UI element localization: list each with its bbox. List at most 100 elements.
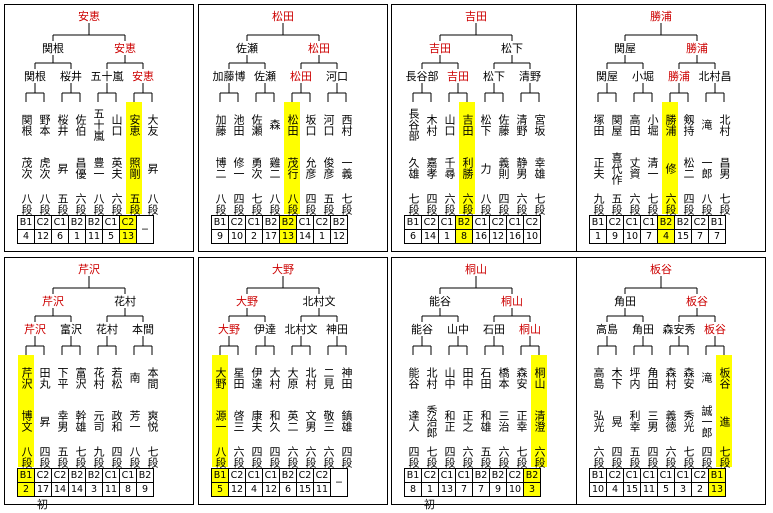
player-column: 下平幸男五段 bbox=[54, 355, 70, 469]
player-column: 佐瀬勇次七段 bbox=[248, 102, 264, 216]
league-rank-number-cell: 15 bbox=[623, 482, 641, 497]
league-class-cell: C1 bbox=[623, 468, 641, 483]
league-class-cell: C2 bbox=[691, 215, 709, 230]
semifinal-label: 北村文 bbox=[302, 295, 336, 308]
semifinal-label: 松下 bbox=[501, 42, 523, 55]
player-surname: 滝 bbox=[700, 119, 713, 130]
player-surname: 吉田 bbox=[461, 113, 474, 136]
block-panel: 勝浦関屋勝浦関屋小堀勝浦北村昌塚田正夫九段関屋喜代作五段高田丈資六段小堀清一七段… bbox=[576, 4, 766, 252]
player-column: 南芳一八段 bbox=[126, 355, 142, 468]
player-surname: 大原 bbox=[286, 366, 299, 389]
league-class-cell: C2 bbox=[421, 215, 439, 230]
player-rank: 五段 bbox=[610, 193, 623, 215]
player-given-name: 鎮雄 bbox=[340, 410, 353, 432]
player-surname: 森安 bbox=[682, 366, 695, 389]
player-column: 勝浦修六段 bbox=[662, 102, 678, 215]
player-given-name: 義徳 bbox=[664, 410, 677, 432]
league-rank-number-cell: 16 bbox=[472, 229, 490, 244]
player-given-name: 照剛 bbox=[128, 157, 141, 179]
quarterfinal-label: 森安秀 bbox=[662, 323, 696, 336]
player-rank: 六段 bbox=[461, 193, 474, 215]
player-surname: 塚田 bbox=[592, 113, 605, 136]
bracket-tree bbox=[25, 23, 153, 102]
player-surname: 角田 bbox=[646, 366, 659, 389]
quarterfinal-label: 五十嵐 bbox=[90, 70, 124, 83]
semifinal-label: 勝浦 bbox=[686, 42, 708, 55]
league-class-cell: B2 bbox=[279, 468, 297, 483]
player-column: 森安秀光七段 bbox=[680, 355, 696, 469]
player-rank: 七段 bbox=[425, 446, 438, 468]
champion-label: 桐山 bbox=[465, 263, 487, 276]
semifinal-label: 花村 bbox=[114, 295, 136, 308]
player-surname: 勝浦 bbox=[664, 113, 677, 136]
player-column: 桐山清澄六段 bbox=[531, 355, 547, 468]
league-rank-number-cell: 2 bbox=[245, 229, 263, 244]
semifinal-label: 安恵 bbox=[114, 42, 136, 55]
block-panel: 松田佐瀬松田加藤博佐瀬松田河口加藤博二八段池田修一四段佐瀬勇次七段森雞二八段松田… bbox=[198, 4, 388, 252]
player-surname: 花村 bbox=[92, 366, 105, 389]
league-class-cell: C2 bbox=[296, 468, 314, 483]
player-rank: 七段 bbox=[718, 446, 731, 468]
player-column: 関屋喜代作五段 bbox=[608, 102, 624, 216]
player-column: 神田鎮雄四段 bbox=[338, 355, 354, 469]
player-surname: 山中 bbox=[443, 366, 456, 389]
league-class-cell: B2 bbox=[657, 215, 675, 230]
league-class-cell: C1 bbox=[657, 468, 675, 483]
bracket-tree bbox=[219, 23, 347, 102]
player-rank: 四段 bbox=[38, 446, 51, 468]
player-rank: 八段 bbox=[214, 446, 227, 468]
player-rank: 六段 bbox=[443, 193, 456, 215]
player-rank: 六段 bbox=[304, 446, 317, 468]
player-given-name: 松二 bbox=[682, 157, 695, 179]
league-rank-number-cell: 14 bbox=[68, 482, 86, 497]
player-surname: 山口 bbox=[110, 113, 123, 136]
player-given-name: 和久 bbox=[268, 410, 281, 432]
player-surname: 小堀 bbox=[646, 113, 659, 136]
player-column: 高田丈資六段 bbox=[626, 102, 642, 216]
league-rank-number-cell: 11 bbox=[102, 482, 120, 497]
player-surname: 石田 bbox=[479, 366, 492, 389]
champion-label: 勝浦 bbox=[650, 10, 672, 23]
quarterfinal-label: 河口 bbox=[326, 70, 348, 83]
league-rank-number-cell: 17 bbox=[262, 229, 280, 244]
league-rank-number-cell: 2 bbox=[691, 482, 709, 497]
league-class-cell: C1 bbox=[455, 468, 473, 483]
player-surname: 坪内 bbox=[628, 366, 641, 389]
player-surname: 池田 bbox=[232, 113, 245, 136]
quarterfinal-label: 伊達 bbox=[254, 323, 276, 336]
league-rank-number-cell: 13 bbox=[438, 482, 456, 497]
player-surname: 加藤 bbox=[214, 113, 227, 136]
league-class-cell: C2 bbox=[34, 215, 52, 230]
semifinal-label: 吉田 bbox=[429, 42, 451, 55]
league-class-cell: B2 bbox=[674, 215, 692, 230]
champion-label: 大野 bbox=[272, 263, 294, 276]
player-rank: 七段 bbox=[533, 193, 546, 215]
league-rank-number-cell: 9 bbox=[136, 482, 154, 497]
league-class-cell: C1 bbox=[262, 468, 280, 483]
player-column: 松下力八段 bbox=[477, 102, 493, 216]
league-class-cell: B1 bbox=[708, 468, 726, 483]
player-surname: 大野 bbox=[214, 366, 227, 389]
league-class-cell: B2 bbox=[455, 215, 473, 230]
player-rank: 四段 bbox=[443, 446, 456, 468]
player-given-name: 一郎 bbox=[700, 157, 713, 179]
player-given-name: 勇次 bbox=[250, 157, 263, 179]
league-class-cell: − bbox=[136, 215, 154, 244]
player-given-name: 静男 bbox=[515, 157, 528, 179]
quarterfinal-label: 佐瀬 bbox=[254, 70, 276, 83]
player-column: 北村昌男七段 bbox=[716, 102, 732, 216]
player-rank: 六段 bbox=[533, 446, 546, 468]
league-class-cell: C1 bbox=[640, 215, 658, 230]
league-rank-number-cell: 4 bbox=[245, 482, 263, 497]
player-given-name: 修一 bbox=[232, 157, 245, 179]
quarterfinal-label: 関屋 bbox=[596, 70, 618, 83]
league-rank-number-cell: 7 bbox=[640, 229, 658, 244]
league-rank-number-cell: 12 bbox=[489, 229, 507, 244]
player-column: 田中正之六段 bbox=[459, 355, 475, 469]
player-rank: 九段 bbox=[592, 193, 605, 215]
league-rank-number-cell: 4 bbox=[17, 229, 35, 244]
player-rank: 七段 bbox=[682, 446, 695, 468]
player-rank: 六段 bbox=[232, 446, 245, 468]
league-rank-number-cell: 1 bbox=[421, 482, 439, 497]
player-column: 安恵照剛五段 bbox=[126, 102, 142, 215]
